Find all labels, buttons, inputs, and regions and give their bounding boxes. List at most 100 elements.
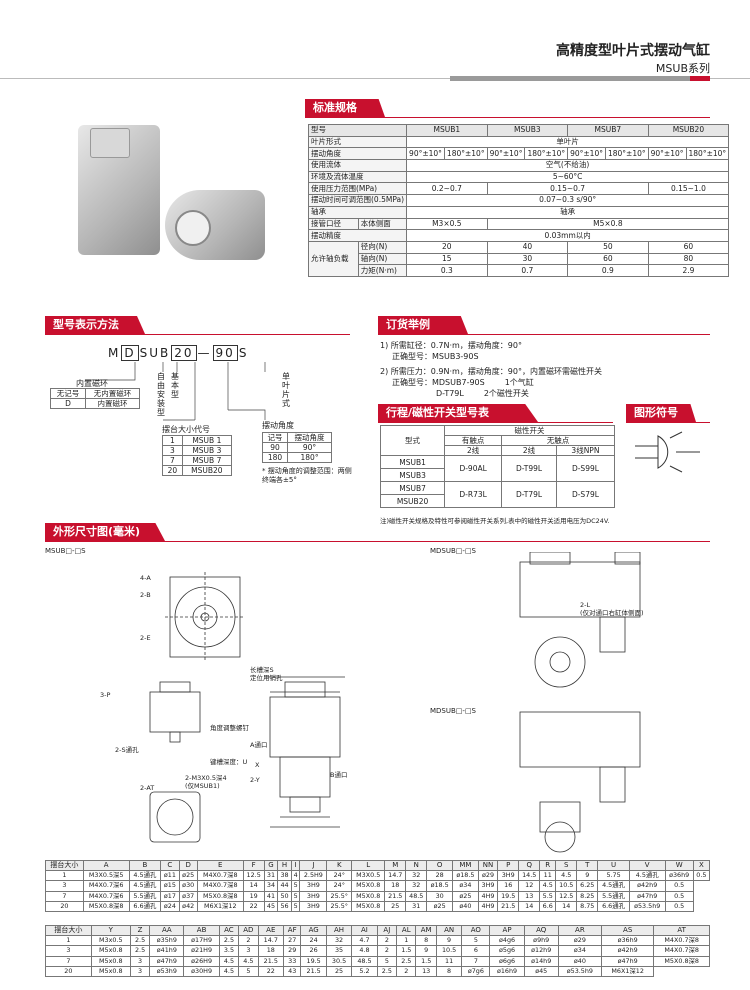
spec-value: 0.15~1.0 — [647, 182, 730, 196]
dim-head-cell: P — [497, 859, 520, 872]
dim-cell: 21.5 — [257, 955, 284, 967]
dim-cell: 1.5 — [396, 945, 417, 957]
dim-head-cell: AB — [183, 924, 220, 937]
dim-cell: 2 — [376, 945, 398, 957]
dim-cell: 4.5 — [218, 955, 240, 967]
dim-cell: ø53.5h9 — [557, 965, 602, 977]
spec-label: 叶片形式 — [307, 135, 408, 149]
dim-cell: 2.5 — [218, 935, 240, 947]
spec-value: M5×0.8 — [486, 217, 730, 231]
dim-head-cell: D — [178, 859, 198, 872]
dim-cell: 14 — [555, 900, 578, 912]
switch-head: 2线 — [501, 445, 557, 456]
dim-cell: ø5g6 — [489, 945, 525, 957]
dim-cell: M4X0.7深6 — [82, 890, 130, 902]
size-cell: MSUB 3 — [181, 445, 233, 456]
dimension-drawings: 4-A 2-B 2-E 长槽深S 定位用销孔 3-P 2-S通孔 角度调整螺钉 … — [100, 552, 644, 853]
spec-value: 空气(不给油) — [406, 159, 730, 172]
dim-cell: 5 — [290, 880, 301, 892]
dim-cell: 5.75 — [597, 870, 630, 882]
dim-cell: 30 — [426, 890, 454, 902]
dim-cell: 21.5 — [300, 965, 327, 977]
dim-label: 2-L — [580, 601, 590, 609]
switch-value: D-S79L — [555, 481, 616, 508]
section-title-stroke: 行程/磁性开关型号表 — [378, 404, 538, 422]
dim-head-cell: S — [555, 859, 578, 872]
section-line-model — [45, 334, 350, 335]
dim-label: 3-P — [100, 691, 110, 699]
section-title-order: 订货举例 — [378, 316, 468, 334]
dim-head-cell: W — [664, 859, 694, 872]
dim-cell: M5X0.8深8 — [82, 900, 130, 912]
order-line: 1) 所需缸径：0.7N·m，摆动角度：90° — [380, 341, 522, 350]
spec-label: 接管口径 — [308, 217, 359, 231]
dim-head-cell: Y — [90, 924, 131, 937]
spec-angle: 90°±10° — [486, 147, 526, 161]
spec-value: 0.15~0.7 — [486, 182, 649, 196]
dim-cell: 13 — [518, 890, 541, 902]
dim-cell: M3x0.5 — [90, 935, 131, 947]
spec-head-msub20: MSUB20 — [647, 124, 730, 137]
dim-cell: ø24 — [160, 900, 180, 912]
dim-head-cell: AL — [396, 924, 417, 937]
spec-label: 使用压力范围(MPa) — [307, 182, 408, 196]
dim-cell: 56 — [277, 900, 292, 912]
spec-label: 轴承 — [307, 205, 408, 219]
dim-cell: M4X0.7深8 — [196, 870, 244, 882]
drawing2-title: MDSUB□-□S — [430, 547, 476, 555]
dim-cell: 2.5 — [129, 935, 151, 947]
dim-head-cell: AJ — [376, 924, 398, 937]
dim-cell: 30.5 — [325, 955, 353, 967]
dim-cell: 2.5H9 — [299, 870, 328, 882]
switch-head: 磁性开关 — [444, 425, 615, 436]
dim-cell: 19 — [242, 890, 265, 902]
dim-cell: 24 — [300, 935, 327, 947]
dim-cell: 4.5通孔 — [128, 870, 162, 882]
spec-head-model: 型号 — [307, 124, 408, 137]
size-title: 摆台大小代号 — [162, 425, 210, 434]
dim-cell: 8 — [435, 965, 463, 977]
size-cell: 3 — [162, 445, 183, 456]
spec-label: 摆动精度 — [307, 229, 408, 242]
dim-head-cell: A — [82, 859, 130, 872]
dim-cell: 4.8 — [351, 945, 378, 957]
dim-cell: 24° — [326, 870, 353, 882]
dim-cell: 0.5 — [692, 870, 711, 882]
dim-cell: ø15 — [160, 880, 180, 892]
dim-cell: 2.5 — [129, 945, 151, 957]
dim-cell: 2 — [376, 935, 398, 947]
dim-head-cell: K — [326, 859, 353, 872]
dim-cell: 32 — [325, 935, 353, 947]
dim-cell: ø42 — [178, 900, 198, 912]
switch-model: MSUB20 — [379, 494, 446, 508]
dim-cell: 11 — [539, 870, 557, 882]
dim-head-cell: T — [576, 859, 599, 872]
section-line-dims — [45, 541, 710, 542]
spec-value: 80 — [647, 252, 730, 266]
spec-label: 摆动角度 — [307, 147, 408, 161]
spec-value: 0.7 — [486, 264, 569, 277]
spec-label: 轴向(N) — [357, 252, 408, 266]
dim-cell: M4X0.7深8 — [653, 945, 710, 957]
dim-cell: 6.6 — [539, 900, 557, 912]
order-example: 1) 所需缸径：0.7N·m，摆动角度：90° 正确型号：MSUB3-90S 2… — [380, 340, 710, 399]
size-cell: MSUB 1 — [181, 435, 233, 446]
dim-cell: 2.5 — [396, 955, 417, 967]
dim-cell: 44 — [277, 880, 292, 892]
angle-cell: 90 — [261, 442, 289, 453]
spec-head-msub3: MSUB3 — [486, 124, 569, 137]
order-model: 正确型号：MDSUB7-90S — [392, 378, 485, 387]
dim-cell: M3X0.5 — [351, 870, 386, 882]
spec-value: 20 — [406, 240, 488, 254]
switch-value: D-R73L — [444, 481, 503, 508]
spec-value: 30 — [486, 252, 569, 266]
spec-label: 径向(N) — [357, 240, 408, 254]
dim-cell: 6.6通孔 — [128, 900, 162, 912]
